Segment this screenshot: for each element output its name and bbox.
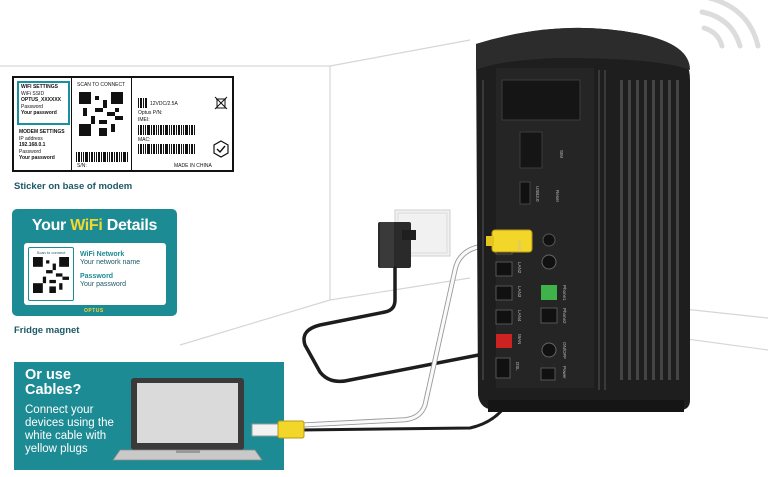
magnet-caption: Fridge magnet [14, 325, 80, 336]
label-lan3: LAN3 [517, 286, 522, 298]
port-labels: SIM USB3.0 Reset LAN1 LAN2 LAN3 LAN4 WAN… [515, 150, 567, 379]
barcode-icon [138, 125, 195, 135]
label-reset: Reset [555, 190, 560, 203]
yellow-ethernet-plug [486, 229, 533, 253]
power-adapter-icon [378, 222, 416, 268]
ip-address-label: IP address [19, 135, 43, 142]
sticker-caption: Sticker on base of modem [14, 181, 133, 192]
optus-logo: OPTUS [84, 308, 104, 314]
cables-body-line2: devices using the [25, 417, 114, 429]
wifi-password-value: Your password [21, 110, 57, 116]
cables-body-line3: white cable with [25, 430, 107, 442]
scan-to-connect-label: SCAN TO CONNECT [77, 82, 126, 88]
label-usb: USB3.0 [535, 186, 540, 202]
phone1-port [541, 285, 557, 300]
sticker-settings-column: WIFI SETTINGS WiFi SSID OPTUS_XXXXXX Pas… [14, 78, 72, 170]
magnet-card: Scan to connect WiFi Network Your networ… [24, 243, 166, 305]
wifi-settings-heading: WIFI SETTINGS [21, 84, 58, 90]
magnet-scan-text: Scan to connect [36, 250, 66, 255]
power-spec: 12VDC/2.5A [150, 101, 178, 107]
sticker-modem-settings: MODEM SETTINGS IP address 192.168.0.1 Pa… [17, 128, 70, 168]
mac-label: MAC: [138, 137, 151, 143]
bin-icon [214, 96, 228, 110]
magnet-title-prefix: Your [31, 217, 71, 234]
barcode-icon [138, 144, 195, 154]
magnet-qr-box: Scan to connect [28, 247, 74, 301]
modem-password-label: Password [19, 148, 41, 155]
wifi-signal-icon [699, 0, 761, 49]
cables-title: Or use Cables? [25, 368, 81, 398]
label-onoff: ON/OFF [562, 342, 567, 359]
magnet-title-highlight: WiFi [70, 217, 103, 234]
imei-label: IMEI: [138, 117, 150, 123]
label-lan4: LAN4 [517, 310, 522, 322]
label-lan2: LAN2 [517, 262, 522, 274]
cables-body-line1: Connect your [25, 404, 94, 416]
cables-body: Connect your devices using the white cab… [25, 404, 155, 456]
rcm-mark-icon [213, 140, 229, 158]
label-dsl: DSL [515, 362, 520, 371]
barcode-icon [138, 98, 147, 108]
label-phone2: Phone2 [562, 308, 567, 324]
fridge-magnet: Your WiFi Details Scan to connect WiFi N… [12, 209, 177, 316]
cables-body-line4: yellow plugs [25, 443, 88, 455]
sticker-wifi-settings: WIFI SETTINGS WiFi SSID OPTUS_XXXXXX Pas… [17, 81, 70, 125]
magnet-title-suffix: Details [102, 217, 158, 234]
serial-number-label: S/N: [77, 163, 87, 169]
modem-base-sticker: WIFI SETTINGS WiFi SSID OPTUS_XXXXXX Pas… [12, 76, 234, 172]
ip-address-value: 192.168.0.1 [19, 142, 46, 148]
cables-title-line1: Or use [25, 367, 71, 383]
wan-port [496, 334, 512, 348]
wifi-password-label: Password [21, 103, 43, 110]
magnet-title: Your WiFi Details [12, 217, 177, 235]
label-sim: SIM [559, 150, 564, 158]
modem-settings-heading: MODEM SETTINGS [19, 129, 65, 135]
cables-title-line2: Cables? [25, 382, 82, 398]
modem-password-value: Your password [19, 155, 55, 161]
magnet-network-value: Your network name [80, 259, 141, 266]
made-in-label: MADE IN CHINA [174, 163, 212, 169]
wifi-ssid-value: OPTUS_XXXXXX [21, 97, 62, 103]
sticker-info-column: 12VDC/2.5A Optus P/N: IMEI: MAC: MADE IN… [134, 78, 234, 170]
wifi-ssid-label: WiFi SSID [21, 90, 45, 97]
label-phone1: Phone1 [562, 285, 567, 301]
label-lan1: LAN1 [517, 240, 522, 252]
barcode-icon [76, 152, 128, 162]
cables-panel: Or use Cables? Connect your devices usin… [14, 362, 284, 470]
magnet-network-label: WiFi Network [80, 251, 125, 258]
optus-pn-label: Optus P/N: [138, 110, 163, 116]
magnet-password-label: Password [80, 273, 114, 280]
label-power: Power [562, 366, 567, 379]
label-wan: WAN [517, 334, 522, 344]
qr-code-icon [33, 257, 69, 293]
magnet-password-value: Your password [80, 281, 127, 288]
sticker-qr-column: SCAN TO CONNECT S/N: [74, 78, 132, 170]
modem [476, 27, 690, 412]
qr-code-icon [79, 92, 123, 136]
